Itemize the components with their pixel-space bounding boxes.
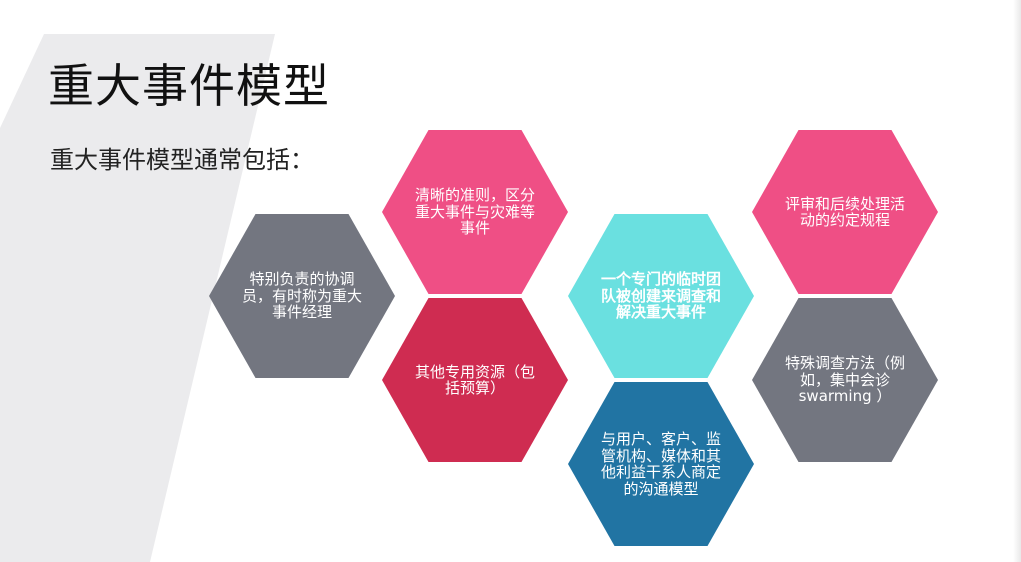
hex-resources-label: 其他专用资源（包括预算） [414, 362, 535, 397]
page-title: 重大事件模型 [48, 59, 330, 113]
hex-team-label: 一个专门的临时团队被创建来调查和解决重大事件 [600, 270, 721, 322]
page-subtitle: 重大事件模型通常包括： [50, 146, 314, 174]
right-edge-shadow [1013, 0, 1021, 562]
hex-criteria-label: 清晰的准则，区分重大事件与灾难等事件 [414, 186, 535, 238]
hex-investigation: 特殊调查方法（例如，集中会诊swarming ） [752, 298, 938, 462]
hex-review-label: 评审和后续处理活动的约定规程 [784, 194, 905, 229]
hex-coordinator-label: 特别负责的协调员，有时称为重大事件经理 [241, 270, 362, 322]
hex-team: 一个专门的临时团队被创建来调查和解决重大事件 [568, 214, 754, 378]
hex-investigation-label: 特殊调查方法（例如，集中会诊swarming ） [784, 354, 905, 406]
hex-resources: 其他专用资源（包括预算） [382, 298, 568, 462]
hex-communication-label: 与用户、客户、监管机构、媒体和其他利益干系人商定的沟通模型 [600, 430, 721, 498]
